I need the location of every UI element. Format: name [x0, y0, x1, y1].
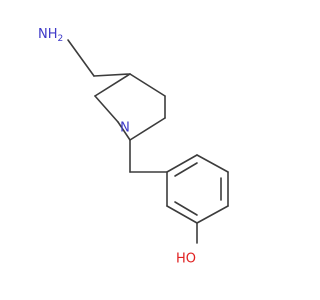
- bond-n1-c2: [94, 95, 119, 123]
- ring-nitrogen-label: N: [120, 121, 130, 136]
- bond-c2-c3: [94, 73, 131, 97]
- hydroxyl-label: HO: [176, 252, 196, 267]
- amine-label-main: NH: [38, 27, 58, 42]
- bond-ar-double-1: [174, 162, 198, 177]
- bond-ar4-ar5: [196, 205, 229, 224]
- bond-ar5-ar6: [166, 205, 198, 224]
- bond-ch2-c3: [93, 73, 131, 77]
- bond-group: [67, 39, 229, 244]
- amine-label-subscript: 2: [58, 34, 64, 44]
- amine-label: NH2: [38, 27, 63, 44]
- bond-c6-n1: [117, 121, 131, 141]
- molecule-canvas: NH2 N HO: [38, 27, 229, 267]
- bond-nh2-ch2: [67, 39, 95, 77]
- bond-c5-c6: [129, 117, 166, 141]
- bond-c3-c4: [129, 73, 166, 97]
- molecule-structure: NH2 N HO: [38, 27, 229, 267]
- bond-ar2-ar3: [196, 154, 229, 173]
- bond-ar1-ar2: [166, 154, 198, 173]
- bond-ar-double-3: [174, 201, 198, 216]
